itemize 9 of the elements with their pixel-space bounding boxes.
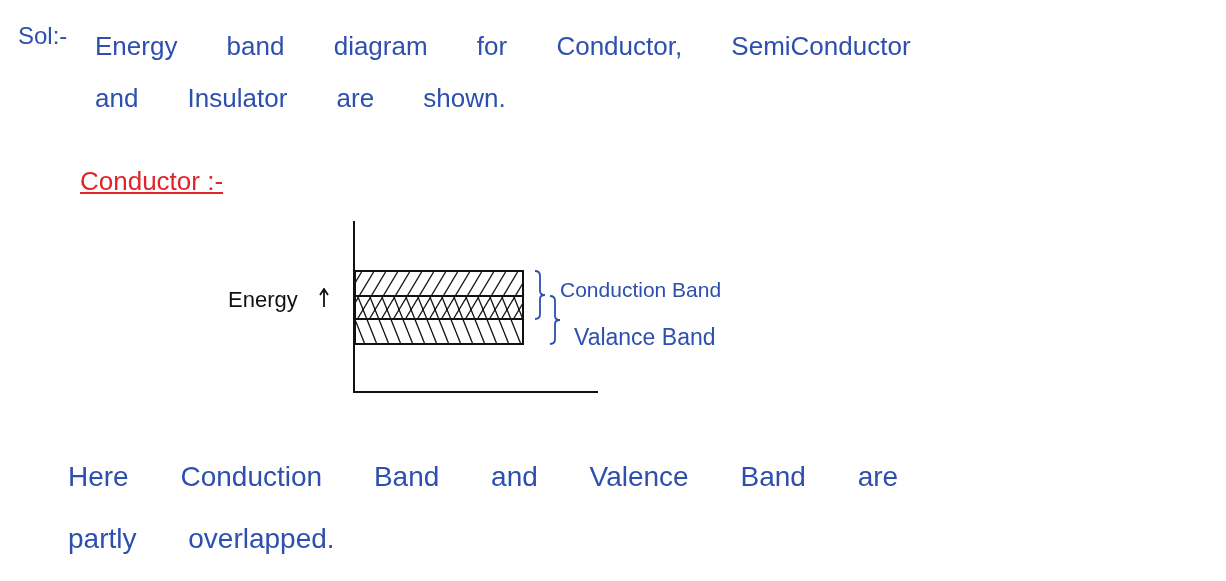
band-label: Valance Band — [574, 323, 716, 352]
section-heading: Conductor :- — [80, 165, 224, 198]
band-label: Conduction Band — [560, 277, 722, 303]
intro-text: Energy band diagram for Conductor, SemiConductor and Insulator are shown. — [95, 30, 912, 115]
conclusion-text: Here Conduction Band and Valence Band are partly overlapped. — [68, 460, 900, 556]
solution-label: Sol:- — [18, 21, 68, 51]
energy-band — [354, 295, 524, 345]
axis-label: Energy — [228, 286, 298, 314]
energy-band — [354, 270, 524, 320]
